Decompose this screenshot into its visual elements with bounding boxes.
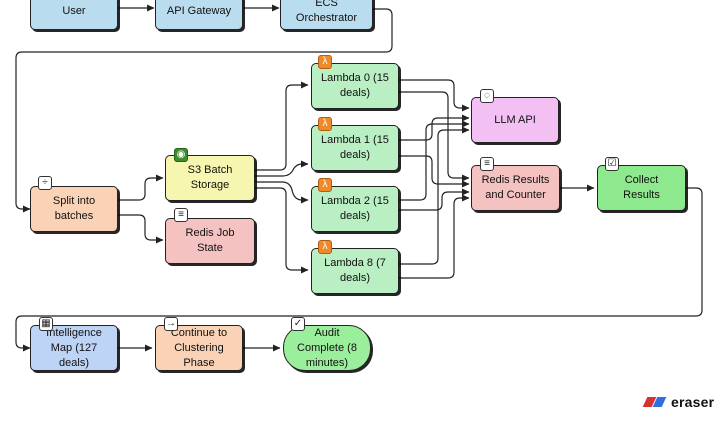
split-batches-node[interactable]: Split into batches bbox=[30, 186, 118, 232]
lambda-0-node[interactable]: Lambda 0 (15 deals) bbox=[311, 63, 399, 109]
edge-lambda2-llm bbox=[399, 120, 470, 201]
split-icon: ÷ bbox=[38, 176, 52, 190]
user-label: User bbox=[62, 4, 86, 17]
intelligence-map-label: Intelligence Map (127 deals) bbox=[46, 326, 102, 369]
lambda-2-label: Lambda 2 (15 deals) bbox=[321, 195, 389, 222]
lambda-1-label: Lambda 1 (15 deals) bbox=[321, 134, 389, 161]
edge-lambda8-llm bbox=[399, 126, 470, 265]
s3-batch-storage-label: S3 Batch Storage bbox=[187, 164, 233, 191]
eraser-logo-text: eraser bbox=[671, 394, 715, 410]
redis-job-state-node[interactable]: Redis Job State bbox=[165, 218, 255, 264]
edge-lambda2-redis bbox=[399, 188, 470, 211]
edge-s3-lambda0 bbox=[255, 81, 309, 171]
redis-results-node[interactable]: Redis Results and Counter bbox=[471, 165, 560, 211]
ecs-orchestrator-node[interactable]: ECS Orchestrator bbox=[280, 0, 373, 30]
ecs-orchestrator-label: ECS Orchestrator bbox=[295, 0, 358, 24]
edge-s3-lambda1 bbox=[255, 160, 309, 177]
lambda-icon: λ bbox=[318, 55, 332, 69]
lambda-8-label: Lambda 8 (7 deals) bbox=[324, 257, 386, 284]
lambda-2-node[interactable]: Lambda 2 (15 deals) bbox=[311, 186, 399, 232]
continue-clustering-node[interactable]: Continue to Clustering Phase bbox=[155, 325, 243, 371]
lambda-icon: λ bbox=[318, 240, 332, 254]
arrow-right-icon: → bbox=[164, 317, 178, 331]
database-icon: ≡ bbox=[174, 208, 188, 222]
edge-lambda8-redis bbox=[399, 194, 470, 279]
edge-ecs-split bbox=[15, 8, 393, 213]
edge-lambda1-llm bbox=[399, 114, 470, 141]
lambda-icon: λ bbox=[318, 117, 332, 131]
lambda-0-label: Lambda 0 (15 deals) bbox=[321, 72, 389, 99]
user-node[interactable]: User bbox=[30, 0, 118, 30]
edge-collect-map bbox=[15, 187, 703, 352]
audit-complete-label: Audit Complete (8 minutes) bbox=[297, 326, 357, 369]
llm-api-label: LLM API bbox=[494, 113, 536, 126]
api-gateway-node[interactable]: API Gateway bbox=[155, 0, 243, 30]
llm-api-node[interactable]: LLM API bbox=[471, 97, 559, 143]
collect-results-label: Collect Results bbox=[623, 174, 660, 201]
eraser-logo-icon bbox=[642, 395, 667, 409]
edge-split-s3 bbox=[118, 174, 164, 201]
s3-bucket-icon: ◉ bbox=[174, 148, 188, 162]
intelligence-map-node[interactable]: Intelligence Map (127 deals) bbox=[30, 325, 118, 371]
edge-s3-lambda8 bbox=[255, 187, 309, 274]
s3-batch-storage-node[interactable]: S3 Batch Storage bbox=[165, 155, 255, 201]
edge-lambda0-llm bbox=[399, 79, 470, 112]
continue-clustering-label: Continue to Clustering Phase bbox=[170, 326, 228, 369]
map-icon: ▦ bbox=[39, 317, 53, 331]
edge-s3-lambda2 bbox=[255, 181, 309, 204]
chat-bubble-icon: ◌ bbox=[480, 89, 494, 103]
edge-split-redisjob bbox=[118, 214, 164, 244]
redis-job-state-label: Redis Job State bbox=[185, 227, 235, 254]
check-icon: ✓ bbox=[291, 317, 305, 331]
checkbox-icon: ☑ bbox=[605, 157, 619, 171]
lambda-icon: λ bbox=[318, 178, 332, 192]
collect-results-node[interactable]: Collect Results bbox=[597, 165, 686, 211]
split-batches-label: Split into batches bbox=[52, 195, 96, 222]
audit-complete-node[interactable]: Audit Complete (8 minutes) bbox=[283, 325, 371, 371]
edge-lambda1-redis bbox=[399, 155, 470, 188]
lambda-1-node[interactable]: Lambda 1 (15 deals) bbox=[311, 125, 399, 171]
edge-lambda0-redis bbox=[399, 91, 470, 182]
api-gateway-label: API Gateway bbox=[166, 4, 232, 17]
lambda-8-node[interactable]: Lambda 8 (7 deals) bbox=[311, 248, 399, 294]
database-icon: ≡ bbox=[480, 157, 494, 171]
redis-results-label: Redis Results and Counter bbox=[481, 174, 550, 201]
eraser-logo[interactable]: eraser bbox=[642, 394, 714, 410]
